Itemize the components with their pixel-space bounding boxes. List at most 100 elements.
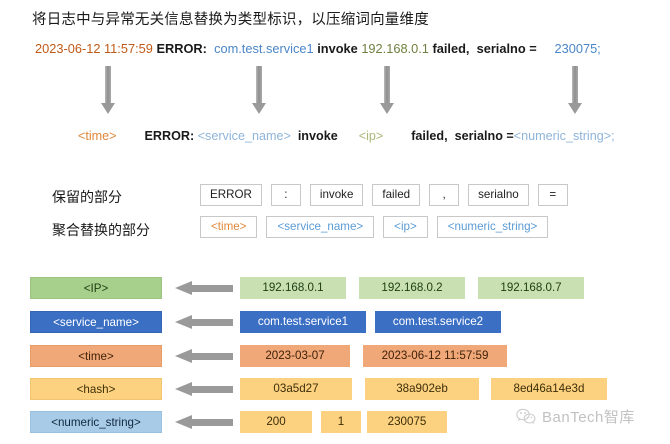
kept-chip-2: invoke [309,184,364,207]
log-token-ph-num: <numeric_string>; [513,129,615,143]
down-arrow-ip [380,66,394,114]
replaced-chip-2: <ip> [383,216,428,239]
log-token-error: ERROR: [144,129,195,143]
log-token-kw: invoke [317,41,358,56]
mapping-row: <time> 2023-03-07 2023-06-12 11:57:59 [0,345,670,369]
arrow-shaft [105,66,111,104]
kept-chip-3: failed [372,184,421,207]
log-token-ph-time: <time> [78,129,117,143]
value-chip: 192.168.0.1 [240,277,346,299]
log-token-plain [207,41,214,56]
value-chip: 2023-03-07 [240,345,350,367]
arrow-head [568,103,582,114]
category-label: <time> [30,345,162,367]
log-token-plain [448,129,455,143]
arrow-head [252,103,266,114]
log-token-plain [338,129,359,143]
left-arrow-icon [175,382,233,397]
kept-parts-label: 保留的部分 [52,189,122,205]
kept-chip-1: : [270,184,301,207]
replaced-chip-0: <time> [200,216,258,239]
replaced-chip-3: <numeric_string> [436,216,549,239]
left-arrow-icon [175,281,233,296]
log-token-num: 230075; [554,41,601,56]
arrow-shaft [256,66,262,104]
arrow-shaft [191,386,233,393]
value-chip: 8ed46a14e3d [491,378,607,400]
log-token-plain [469,41,476,56]
watermark-text: BanTech智库 [542,409,635,426]
log-token-ip: 192.168.0.1 [361,41,429,56]
log-token-kw: failed, [411,129,448,143]
arrow-head [101,103,115,114]
watermark: BanTech智库 [516,406,635,427]
value-chip: 200 [240,411,312,433]
left-arrow-icon [175,315,233,330]
value-group: 192.168.0.1 192.168.0.2 192.168.0.7 [240,277,584,299]
mapping-row: <numeric_string> 200 1 230075 [0,411,670,435]
wechat-icon [516,408,536,425]
value-chip: com.test.service2 [375,311,501,333]
down-arrow-service-name [252,66,266,114]
category-label: <numeric_string> [30,411,162,433]
replaced-chip-1: <service_name> [266,216,375,239]
arrow-head [175,281,192,295]
value-chip: 192.168.0.2 [359,277,465,299]
value-group: 03a5d27 38a902eb 8ed46a14e3d [240,378,607,400]
arrow-shaft [384,66,390,104]
arrow-shaft [191,319,233,326]
arrow-head [380,103,394,114]
log-token-service: com.test.service1 [214,41,314,56]
value-chip: 1 [321,411,361,433]
replaced-parts-label: 聚合替换的部分 [52,222,150,238]
log-token-ph-ip: <ip> [358,129,384,143]
log-token-plain [383,129,411,143]
kept-chip-6: = [537,184,568,207]
value-chip: 03a5d27 [240,378,352,400]
kept-chip-0: ERROR [200,184,262,207]
value-chip: 38a902eb [365,378,479,400]
log-token-kw: failed, [432,41,470,56]
arrow-head [175,315,192,329]
kept-chip-5: serialno [468,184,529,207]
arrow-shaft [191,285,233,292]
log-token-kw: serialno = [476,41,537,56]
arrow-shaft [572,66,578,104]
kept-parts-chip-group: ERROR: invoke failed, serialno = [200,184,568,207]
arrow-head [175,349,192,363]
category-label: <hash> [30,378,162,400]
down-arrow-numeric-string [568,66,582,114]
log-token-kw: invoke [297,129,338,143]
raw-log-line: 2023-06-12 11:57:59 ERROR: com.test.serv… [35,41,601,56]
left-arrow-icon [175,349,233,364]
log-token-plain [291,129,298,143]
value-group: 2023-03-07 2023-06-12 11:57:59 [240,345,507,367]
arrow-head [175,415,192,429]
value-chip: 230075 [367,411,447,433]
category-label: <IP> [30,277,162,299]
left-arrow-icon [175,415,233,430]
log-token-time: 2023-06-12 11:57:59 [35,41,153,56]
arrow-head [175,382,192,396]
down-arrow-time [101,66,115,114]
log-token-plain [117,129,145,143]
log-token-ph-service: <service_name> [197,129,291,143]
page-title: 将日志中与异常无关信息替换为类型标识，以压缩词向量维度 [32,12,429,28]
log-token-plain [537,41,555,56]
value-chip: 192.168.0.7 [478,277,584,299]
category-label: <service_name> [30,311,162,333]
abstracted-log-line: <time> ERROR: <service_name> invoke <ip>… [78,129,615,143]
log-token-error: ERROR: [156,41,207,56]
value-group: 200 1 230075 [240,411,447,433]
log-token-kw: serialno = [454,129,514,143]
arrow-shaft [191,353,233,360]
kept-chip-4: , [429,184,460,207]
arrow-shaft [191,419,233,426]
value-chip: 2023-06-12 11:57:59 [363,345,507,367]
mapping-row: <IP> 192.168.0.1 192.168.0.2 192.168.0.7 [0,277,670,301]
replaced-parts-chip-group: <time> <service_name> <ip> <numeric_string> [200,216,549,239]
mapping-row: <hash> 03a5d27 38a902eb 8ed46a14e3d [0,378,670,402]
